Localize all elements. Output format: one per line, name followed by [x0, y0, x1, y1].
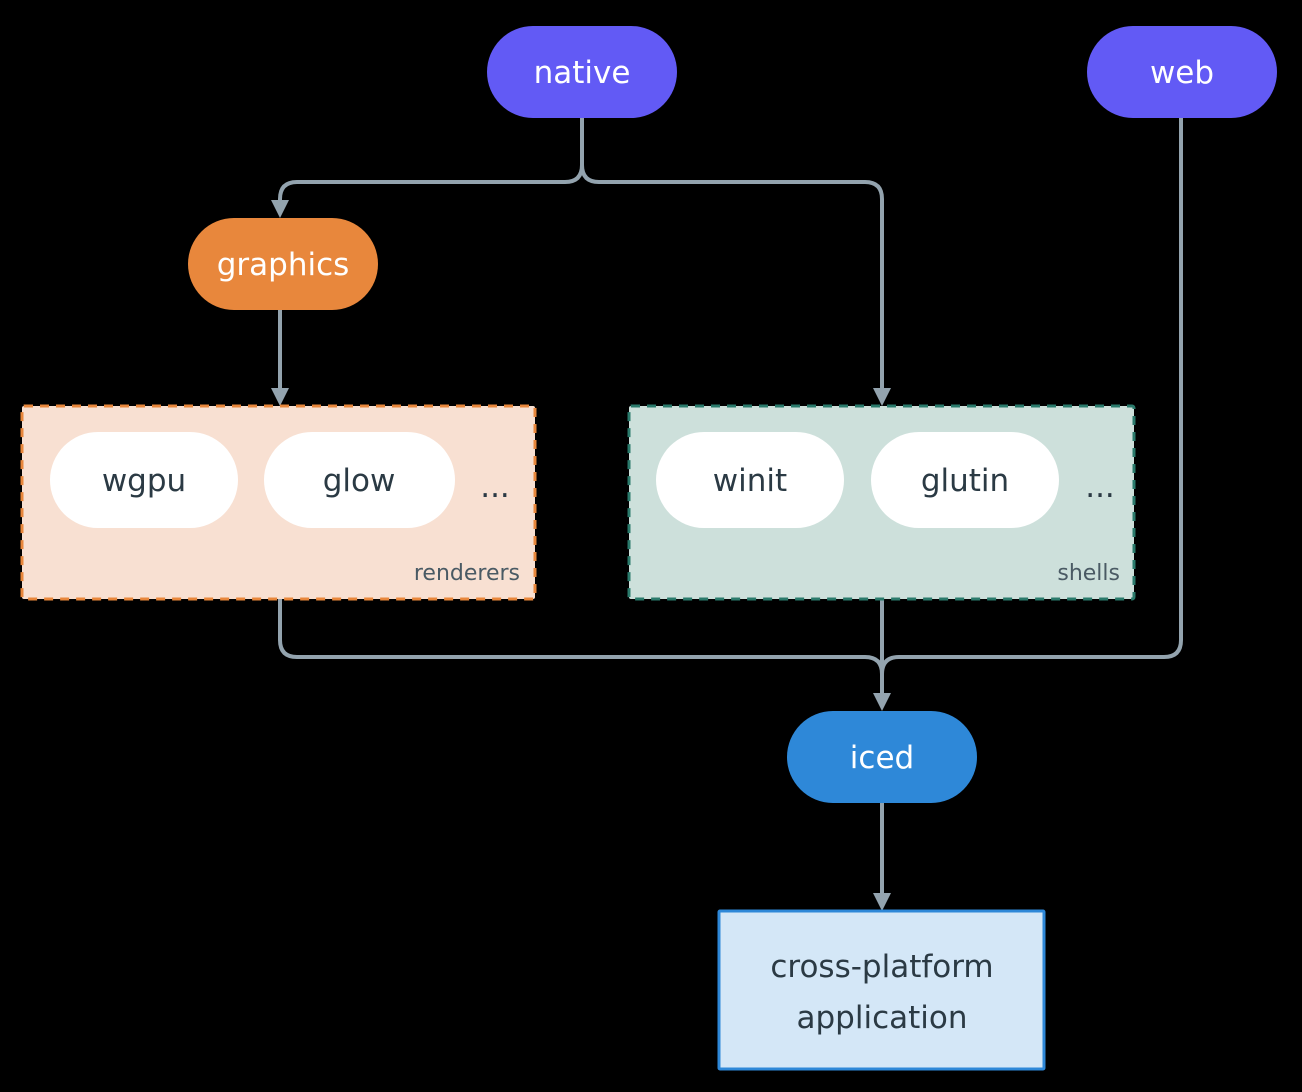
group-renderers: wgpu glow ... renderers: [20, 404, 537, 601]
node-graphics-label: graphics: [217, 247, 350, 283]
node-application[interactable]: cross-platform application: [717, 909, 1046, 1071]
node-native[interactable]: native: [487, 26, 677, 118]
node-web[interactable]: web: [1087, 26, 1277, 118]
node-winit[interactable]: [656, 432, 844, 528]
edge-renderers-to-iced: [278, 599, 884, 698]
node-native-label: native: [534, 55, 631, 91]
node-wgpu[interactable]: [50, 432, 238, 528]
edge-web-to-iced-path: [880, 118, 1183, 698]
edge-layer: [271, 118, 1183, 911]
node-web-label: web: [1150, 55, 1214, 91]
node-winit-label: winit: [713, 463, 787, 499]
node-iced[interactable]: iced: [787, 711, 977, 803]
edge-iced-to-application: [873, 803, 891, 911]
node-glutin-label: glutin: [921, 463, 1009, 499]
node-graphics[interactable]: graphics: [188, 218, 378, 310]
group-shells: winit glutin ... shells: [627, 404, 1136, 601]
group-renderers-label: renderers: [414, 561, 520, 586]
node-web-shape[interactable]: [1087, 26, 1277, 118]
node-application-label-line-2: application: [797, 1000, 968, 1036]
edge-web-to-iced-arrowhead: [873, 693, 891, 711]
node-iced-label: iced: [850, 740, 914, 776]
edge-renderers-to-iced-path: [278, 599, 884, 698]
node-application-shape[interactable]: [717, 909, 1046, 1071]
edge-iced-to-application-arrowhead: [873, 893, 891, 911]
edge-native-to-shells-path: [580, 118, 884, 393]
node-glutin[interactable]: [871, 432, 1059, 528]
edge-native-to-shells-arrowhead: [873, 388, 891, 406]
edge-graphics-to-renderers: [271, 310, 289, 406]
edge-native-to-graphics: [271, 118, 584, 218]
edge-native-to-shells: [580, 118, 891, 406]
renderers-ellipsis: ...: [480, 469, 510, 505]
node-graphics-shape[interactable]: [188, 218, 378, 310]
group-shells-label: shells: [1057, 561, 1120, 586]
shells-ellipsis: ...: [1085, 469, 1115, 505]
node-iced-shape[interactable]: [787, 711, 977, 803]
node-wgpu-label: wgpu: [102, 463, 186, 499]
node-application-label-line-1: cross-platform: [770, 949, 993, 985]
edge-web-to-iced: [873, 118, 1183, 711]
edge-graphics-to-renderers-arrowhead: [271, 388, 289, 406]
node-glow-label: glow: [323, 463, 396, 499]
node-glow[interactable]: [264, 432, 455, 528]
node-native-shape[interactable]: [487, 26, 677, 118]
edge-native-to-graphics-arrowhead: [271, 200, 289, 218]
edge-native-to-graphics-path: [278, 118, 584, 205]
